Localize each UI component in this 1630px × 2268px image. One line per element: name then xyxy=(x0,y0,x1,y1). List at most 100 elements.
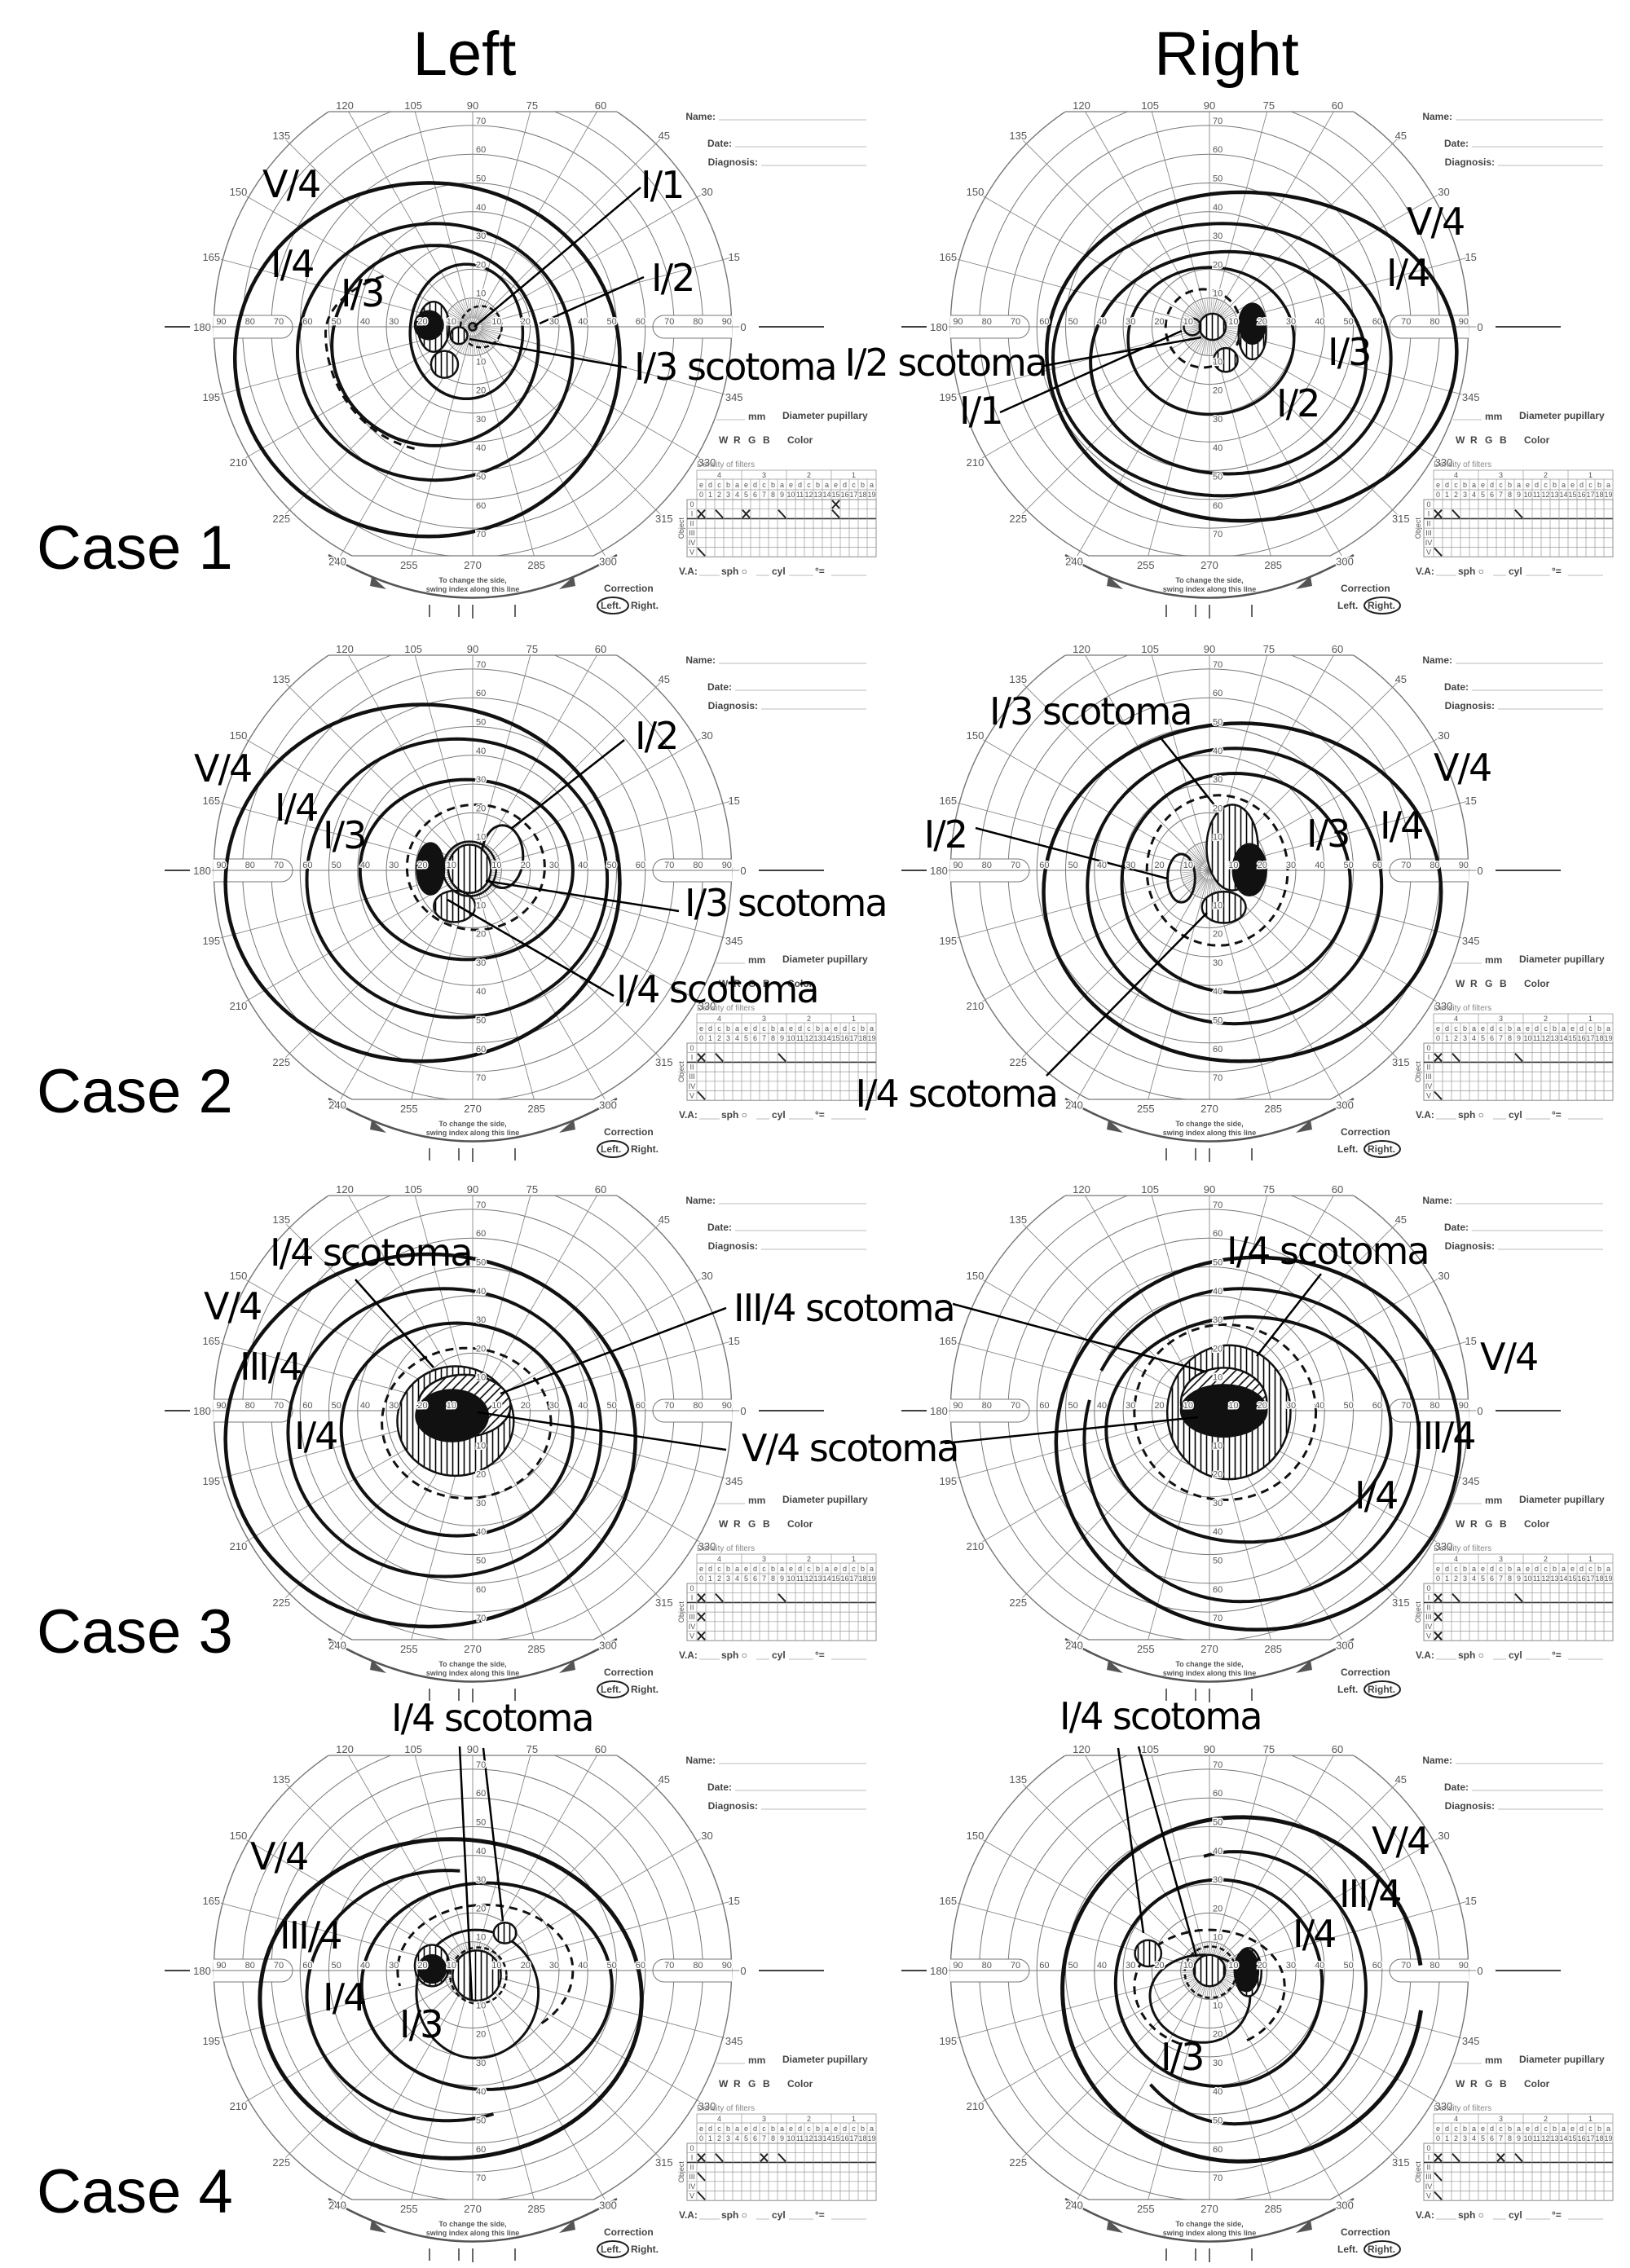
angle-label: 0 xyxy=(740,1965,746,1977)
filter-letter: b xyxy=(1553,2125,1557,2133)
ring-label: 60 xyxy=(1213,1789,1222,1799)
grid-spoke xyxy=(1085,655,1210,871)
object-row-label: II xyxy=(689,1603,694,1611)
ring-label: 50 xyxy=(607,317,617,327)
ring-label: 50 xyxy=(1213,1557,1222,1566)
scotoma-absolute xyxy=(416,842,446,896)
color-letter: W xyxy=(719,1518,729,1530)
angle-label: 255 xyxy=(400,1103,418,1115)
angle-label: 195 xyxy=(939,1475,957,1487)
diagnosis-label: Diagnosis: xyxy=(708,1800,758,1812)
filter-letter: d xyxy=(1445,481,1449,489)
filter-number: 12 xyxy=(804,1034,813,1042)
filter-number: 3 xyxy=(1463,491,1467,499)
angle-label: 300 xyxy=(599,556,617,568)
isopter-i3 xyxy=(1120,772,1352,994)
ring-label: 80 xyxy=(1430,1401,1439,1411)
grid-spoke xyxy=(1209,1970,1271,2200)
mm-label: mm xyxy=(748,1495,765,1506)
eye-left-option: Left. xyxy=(1337,600,1358,611)
angle-label: 150 xyxy=(967,1830,985,1842)
angle-label: 150 xyxy=(230,1270,248,1282)
ring-label: 50 xyxy=(1068,861,1078,870)
scotoma-hatched xyxy=(452,1949,502,2002)
filter-mark-diagonal xyxy=(715,1053,724,1063)
angle-label: 270 xyxy=(1200,1643,1218,1655)
isopter-label: III/4 xyxy=(240,1345,301,1389)
grid-spoke xyxy=(1148,326,1210,556)
filter-number: 10 xyxy=(786,1574,795,1583)
eye-right-option: Right. xyxy=(1368,2244,1395,2255)
ring-label: 40 xyxy=(1213,1287,1222,1297)
isopter-iii4 xyxy=(1082,1287,1421,1604)
swing-text: To change the side, xyxy=(438,1120,506,1128)
filter-letter: c xyxy=(1544,1024,1548,1033)
isopter-label: I/4 xyxy=(275,786,317,830)
isopter-label: V/4 xyxy=(204,1284,261,1328)
filter-number: 8 xyxy=(1508,2134,1512,2142)
isopters xyxy=(1042,721,1443,1064)
color-label: Color xyxy=(1524,434,1550,446)
label-leader-line xyxy=(539,275,645,325)
eye-right-option: Right. xyxy=(631,1143,659,1155)
filter-number: 9 xyxy=(1517,1034,1521,1042)
filter-letter: b xyxy=(816,1565,820,1573)
isopter-label: I/3 xyxy=(1161,2035,1203,2079)
filter-letter: b xyxy=(861,481,865,489)
angle-label: 60 xyxy=(595,99,606,112)
color-label: Color xyxy=(787,2078,813,2090)
filter-mark-diagonal xyxy=(1514,2153,1523,2163)
name-label: Name: xyxy=(685,654,716,666)
va-label: V.A: xyxy=(1416,1649,1434,1661)
angle-label: 330 xyxy=(698,1540,716,1552)
angle-label: 225 xyxy=(272,1596,290,1609)
angle-label: 285 xyxy=(527,2203,545,2215)
ring-label: 30 xyxy=(476,1315,486,1325)
ring-label: 20 xyxy=(1213,1904,1222,1913)
ring-label: 80 xyxy=(693,1401,703,1411)
filter-mark-x xyxy=(760,2153,769,2163)
color-letter: R xyxy=(734,978,741,989)
object-label: Object xyxy=(1414,1601,1422,1623)
filter-letter: c xyxy=(1544,481,1548,489)
angle-label: 315 xyxy=(655,1596,673,1609)
isopter-label: I/4 xyxy=(1355,1473,1397,1517)
grid-spoke xyxy=(472,1970,707,2106)
arrow-icon xyxy=(1107,1120,1123,1133)
ring-label: 30 xyxy=(389,1401,399,1411)
object-label: Object xyxy=(677,1061,685,1083)
object-label: Object xyxy=(1414,2161,1422,2183)
filter-number: 6 xyxy=(1490,1034,1494,1042)
angle-label: 315 xyxy=(655,1056,673,1068)
arrow-icon xyxy=(370,1660,386,1673)
filter-letter: c xyxy=(1588,2125,1593,2133)
grid-spoke xyxy=(949,1900,1210,1971)
ring-label: 60 xyxy=(302,1401,312,1411)
ring-label: 60 xyxy=(1213,1045,1222,1055)
object-row-label: I xyxy=(1428,510,1430,518)
object-row-label: IV xyxy=(1425,1623,1433,1631)
object-row-label: III xyxy=(1425,1072,1432,1081)
filter-letter: d xyxy=(1490,481,1494,489)
ring-label: 10 xyxy=(476,357,486,367)
filter-letter: e xyxy=(1436,481,1440,489)
filter-letter: c xyxy=(1454,1024,1458,1033)
filter-letter: e xyxy=(789,1565,793,1573)
filter-group-label: 2 xyxy=(1544,2115,1548,2123)
label-leader-line xyxy=(1256,1273,1322,1357)
angle-label: 75 xyxy=(1263,1743,1275,1755)
angle-label: 300 xyxy=(599,1640,617,1652)
filter-number: 17 xyxy=(1586,491,1594,499)
filter-letter: d xyxy=(1579,1565,1584,1573)
filter-letter: d xyxy=(843,1024,847,1033)
object-row-label: 0 xyxy=(689,500,694,509)
grid-spoke xyxy=(472,1220,663,1411)
filter-letter: e xyxy=(1571,1024,1575,1033)
arrow-icon xyxy=(1296,576,1312,589)
isopter-i1 xyxy=(468,322,478,332)
ring-label: 30 xyxy=(1213,958,1222,968)
ring-label: 60 xyxy=(1213,1585,1222,1595)
ring-label: 90 xyxy=(722,1401,732,1411)
grid-spoke-minor xyxy=(462,299,470,319)
